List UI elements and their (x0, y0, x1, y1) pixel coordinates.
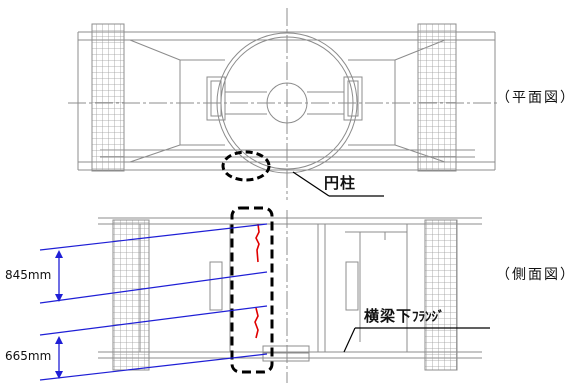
plan-callouts (221, 150, 384, 197)
flange-label-kana: ﾌﾗﾝｼﾞ (412, 310, 445, 325)
flange-label-main: 横梁下 (364, 307, 413, 325)
plan-view-label: （平面図） (496, 90, 576, 106)
side-view (98, 210, 482, 383)
column-label: 円柱 (324, 174, 357, 192)
plan-view (68, 8, 500, 200)
crack-marks (254, 223, 260, 339)
side-callouts (230, 206, 490, 374)
flange-label: 横梁下ﾌﾗﾝｼﾞ (364, 305, 445, 326)
dimension-lines (39, 223, 268, 381)
dimension-665-label: 665mm (5, 349, 52, 363)
dimension-arrows (55, 250, 63, 379)
dimension-845-label: 845mm (5, 268, 52, 282)
side-view-label: （側面図） (496, 267, 576, 283)
